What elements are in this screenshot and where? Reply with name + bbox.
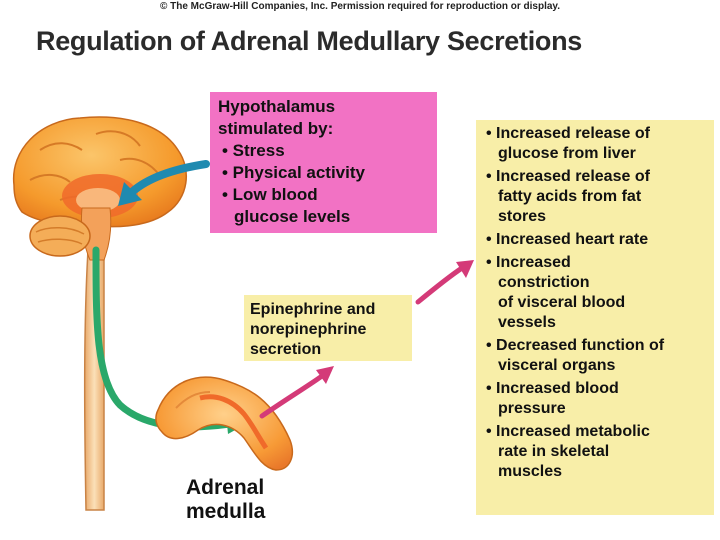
adrenal-medulla-label: Adrenal medulla <box>186 476 265 524</box>
stimulus-list: • Stress • Physical activity • Low blood… <box>218 140 429 228</box>
copyright-notice: © The McGraw-Hill Companies, Inc. Permis… <box>159 1 561 12</box>
hypothalamus-heading-1: Hypothalamus <box>218 97 336 116</box>
hypothalamus-heading-2: stimulated by: <box>218 119 334 138</box>
list-item: • Physical activity <box>222 163 365 182</box>
secretion-line: norepinephrine <box>250 321 367 338</box>
hypothalamus-arrow <box>128 160 210 196</box>
list-item: • Increased release of glucose from live… <box>486 125 650 162</box>
list-item: • Decreased function of visceral organs <box>486 337 665 374</box>
list-item: • Increased blood pressure <box>486 380 619 417</box>
secretion-box: Epinephrine and norepinephrine secretion <box>244 295 412 361</box>
page-title: Regulation of Adrenal Medullary Secretio… <box>36 26 583 56</box>
list-item: • Stress <box>222 141 285 160</box>
secretion-line: Epinephrine and <box>250 301 376 318</box>
brain-icon <box>12 116 187 261</box>
secretion-line: secretion <box>250 341 322 358</box>
effects-list: • Increased release of glucose from live… <box>482 124 708 482</box>
list-item: • Low blood glucose levels <box>222 185 351 226</box>
list-item: • Increased constriction of visceral blo… <box>486 254 626 331</box>
adrenal-label-line1: Adrenal <box>186 476 265 499</box>
list-item: • Increased metabolic rate in skeletal m… <box>486 423 650 480</box>
adrenal-label-line2: medulla <box>186 500 266 523</box>
effects-box: • Increased release of glucose from live… <box>476 120 714 515</box>
hypothalamus-box: Hypothalamus stimulated by: • Stress • P… <box>210 92 437 233</box>
list-item: • Increased release of fatty acids from … <box>486 168 650 225</box>
secretion-arrow <box>259 373 325 419</box>
list-item: • Increased heart rate <box>486 231 649 248</box>
adrenal-gland-icon <box>155 376 294 471</box>
effects-arrow <box>415 265 465 305</box>
